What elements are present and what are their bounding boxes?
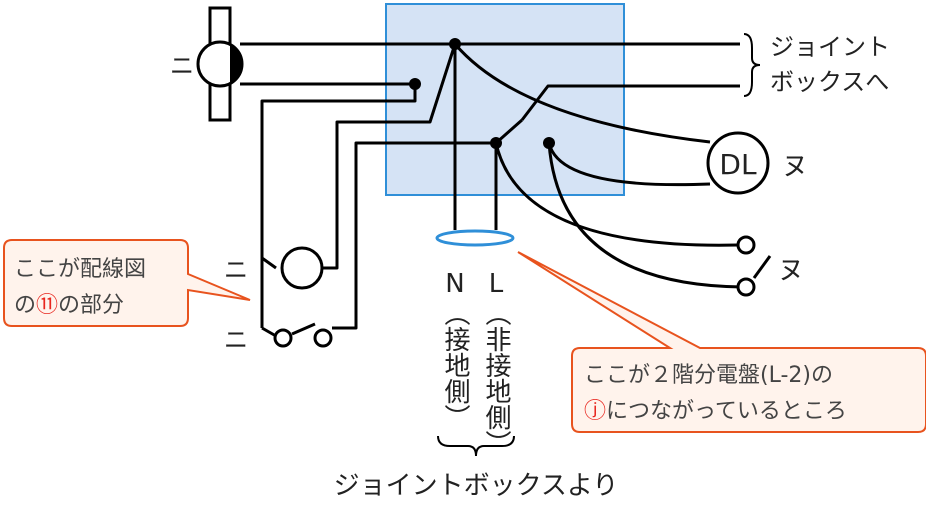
junction-dots — [409, 38, 555, 149]
callout-left: ここが配線図 の⑪の部分 — [3, 239, 251, 327]
receptacle-symbol — [196, 6, 244, 122]
l-label: L — [489, 269, 504, 299]
wire-ring — [435, 229, 515, 247]
left-outlet-symbol — [280, 246, 324, 290]
nu-top-label: ヌ — [782, 152, 808, 182]
joint-box-brace — [743, 33, 761, 97]
n-side-label: （接地側） — [440, 300, 470, 430]
right-switch-symbol — [736, 235, 756, 297]
callout-right-line2: ⓙにつながっているところ — [584, 399, 847, 424]
callout-left-line1: ここが配線図 — [14, 257, 146, 282]
ni-label-3: ニ — [224, 326, 248, 354]
joint-box-label-line2: ボックスへ — [770, 68, 889, 96]
nu-bottom-label: ヌ — [778, 256, 804, 286]
l-side-label: （非接地側） — [481, 300, 511, 456]
ni-label-2: ニ — [224, 256, 248, 284]
callout-right: ここが２階分電盤(L-2)の ⓙにつながっているところ — [517, 251, 926, 433]
ni-label-1: ニ — [170, 52, 194, 80]
callout-left-line2: の⑪の部分 — [14, 293, 124, 318]
joint-box-label-line1: ジョイント — [770, 33, 890, 61]
dl-label: DL — [719, 148, 757, 181]
callout-right-line1: ここが２階分電盤(L-2)の — [584, 363, 833, 388]
from-joint-box-label: ジョイントボックスより — [334, 471, 619, 501]
left-switch-symbol — [273, 328, 333, 348]
bottom-brace — [437, 435, 515, 457]
wires — [240, 42, 772, 338]
joint-box — [385, 3, 625, 196]
n-label: N — [445, 269, 464, 299]
downlight-symbol — [706, 131, 770, 195]
